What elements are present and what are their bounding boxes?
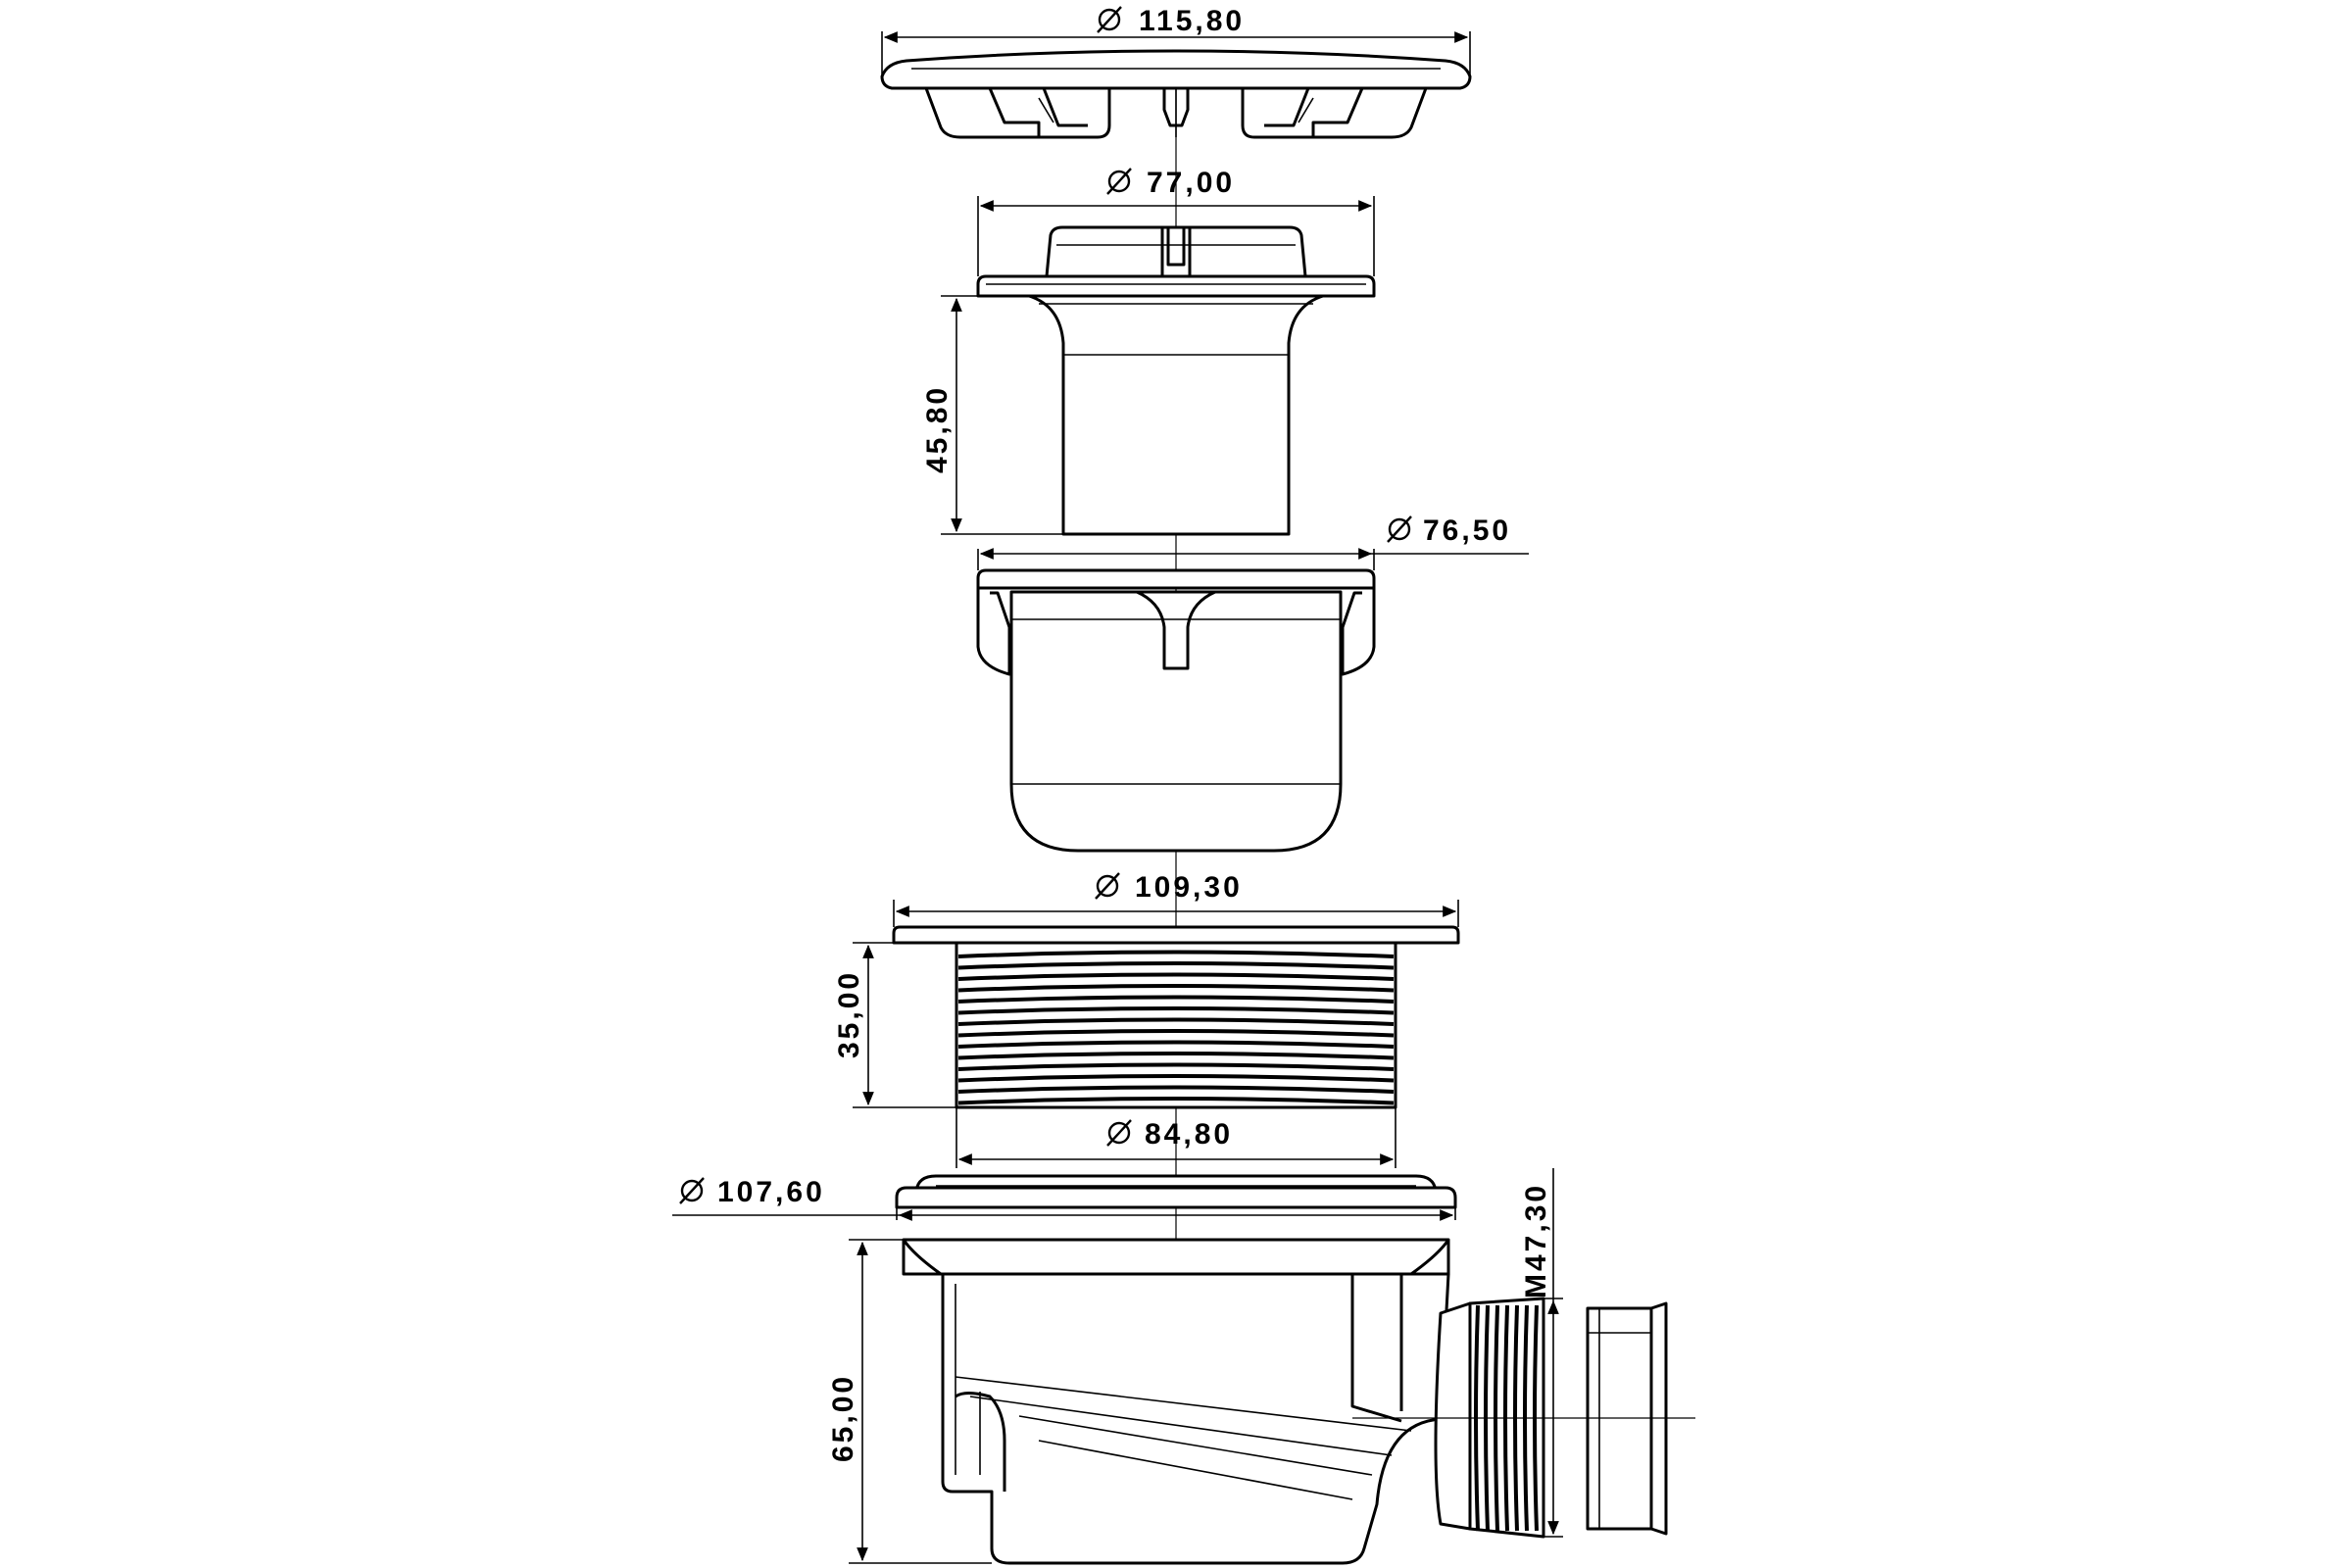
diameter-symbol-icon (1386, 514, 1413, 544)
dim-thread-diameter: 84,80 (956, 1107, 1396, 1168)
dim-body-height: 65,00 (827, 1239, 992, 1564)
strainer-basket (976, 225, 1376, 536)
label-flange-diameter: 109,30 (1135, 871, 1243, 904)
cover-grate (880, 49, 1472, 139)
diameter-symbol-icon (678, 1176, 706, 1205)
diameter-symbol-icon (1094, 871, 1121, 901)
trap-cup (976, 568, 1376, 853)
dim-cover-diameter: 115,80 (881, 5, 1471, 76)
label-strainer-diameter: 77,00 (1147, 167, 1235, 199)
diameter-symbol-icon (1105, 1118, 1133, 1148)
label-strainer-height: 45,80 (921, 385, 954, 473)
dim-strainer-diameter: 77,00 (977, 167, 1375, 276)
dim-cup-diameter: 76,50 (977, 514, 1529, 570)
label-flange-height: 35,00 (833, 970, 865, 1058)
label-thread-diameter: 84,80 (1145, 1118, 1233, 1151)
diameter-symbol-icon (1096, 5, 1123, 34)
label-outlet-thread: M47,30 (1520, 1183, 1552, 1298)
dim-strainer-height: 45,80 (921, 295, 1063, 535)
label-cup-diameter: 76,50 (1423, 514, 1511, 547)
dim-flange-diameter: 109,30 (893, 871, 1459, 927)
label-body-diameter: 107,60 (717, 1176, 825, 1208)
dim-flange-height: 35,00 (833, 942, 956, 1108)
dim-outlet-thread: M47,30 (1520, 1168, 1563, 1538)
drain-body (895, 1174, 1695, 1565)
dim-body-diameter: 107,60 (672, 1176, 1456, 1221)
threaded-flange (892, 925, 1460, 1109)
label-cover-diameter: 115,80 (1139, 5, 1245, 37)
diameter-symbol-icon (1105, 167, 1133, 196)
thread-lines (957, 950, 1395, 1105)
label-body-height: 65,00 (827, 1374, 859, 1462)
